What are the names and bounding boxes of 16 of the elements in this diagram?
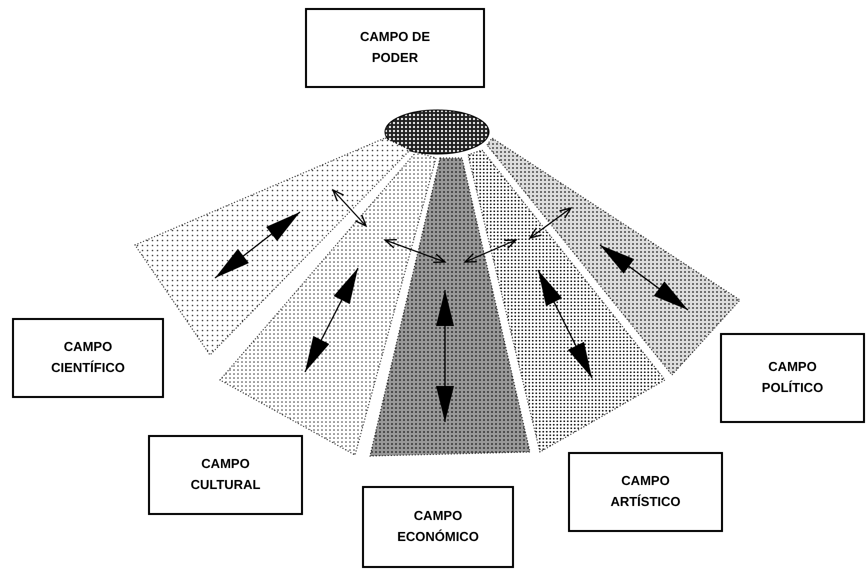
label-box: CAMPO CULTURAL	[148, 435, 303, 515]
core-ellipse	[384, 109, 490, 155]
double-arrow	[464, 239, 517, 263]
label-box: CAMPO ECONÓMICO	[362, 486, 514, 568]
fan-sector	[487, 138, 740, 375]
fan-sector	[135, 138, 410, 355]
label-box: CAMPO CIENTÍFICO	[12, 318, 164, 398]
fan-sector	[468, 150, 665, 452]
fan-sector	[370, 158, 530, 456]
double-arrow	[529, 207, 572, 239]
double-arrow	[332, 189, 367, 227]
label-box: CAMPO ARTÍSTICO	[568, 452, 723, 532]
label-box: CAMPO DE PODER	[305, 8, 485, 88]
fan-sector	[220, 152, 436, 455]
label-box: CAMPO POLÍTICO	[720, 333, 865, 423]
double-arrow	[384, 239, 446, 263]
